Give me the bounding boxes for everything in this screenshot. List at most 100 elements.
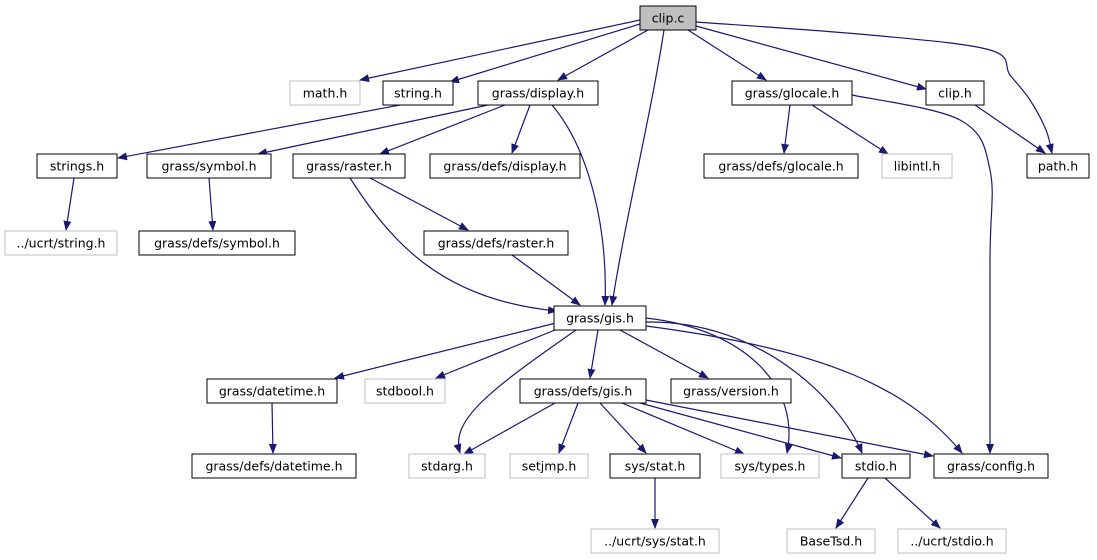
edge-grass-display-h-to-grass-symbol-h [257, 104, 489, 157]
edge-grass-gis-h-to-grass-version-h [619, 329, 709, 379]
node-string-h[interactable]: string.h [382, 80, 454, 106]
edge-grass-glocale-h-to-libintl-h [811, 104, 889, 155]
node-box [703, 153, 859, 179]
edge-string-h-to-strings-h [117, 104, 401, 161]
node-grass-defs-datetime-h[interactable]: grass/defs/datetime.h [191, 453, 357, 479]
node-label: grass/symbol.h [161, 159, 256, 174]
node-grass-defs-gis-h[interactable]: grass/defs/gis.h [519, 378, 647, 404]
node-grass-defs-display-h[interactable]: grass/defs/display.h [429, 153, 581, 179]
node-libintl-h: libintl.h [881, 153, 953, 179]
edges-layer [63, 19, 1054, 529]
edge-grass-defs-raster-h-to-grass-gis-h [511, 254, 581, 306]
node-label: BaseTsd.h [800, 534, 862, 549]
edge-grass-gis-h-to-stdio-h [645, 321, 863, 454]
node-label: grass/defs/datetime.h [205, 459, 342, 474]
node-ucrt-sys-stat-h: ../ucrt/sys/stat.h [590, 528, 720, 554]
node-box [881, 153, 953, 179]
edge-grass-gis-h-to-stdarg-h [453, 329, 577, 454]
node-label: grass/defs/raster.h [438, 236, 555, 251]
node-box [553, 305, 647, 331]
node-grass-display-h[interactable]: grass/display.h [477, 80, 599, 106]
edge-grass-defs-gis-h-to-stdio-h [639, 402, 842, 460]
node-ucrt-string-h: ../ucrt/string.h [4, 230, 118, 256]
node-path-h[interactable]: path.h [1026, 153, 1090, 179]
node-label: stdarg.h [421, 459, 473, 474]
edge-grass-display-h-to-grass-raster-h [379, 104, 506, 155]
node-label: ../ucrt/string.h [17, 236, 106, 251]
node-stdarg-h: stdarg.h [408, 453, 486, 479]
node-label: grass/display.h [492, 86, 584, 101]
node-box [609, 453, 701, 479]
node-box [364, 378, 446, 404]
node-box [786, 528, 876, 554]
edge-grass-defs-gis-h-to-setjmp-h [558, 402, 579, 454]
node-label: libintl.h [894, 159, 941, 174]
node-label: grass/defs/glocale.h [718, 159, 843, 174]
node-grass-glocale-h[interactable]: grass/glocale.h [731, 80, 853, 106]
node-label: grass/defs/gis.h [534, 384, 633, 399]
edge-clip-h-to-path-h [974, 104, 1046, 154]
node-label: grass/raster.h [306, 159, 392, 174]
node-grass-defs-glocale-h[interactable]: grass/defs/glocale.h [703, 153, 859, 179]
node-grass-datetime-h[interactable]: grass/datetime.h [206, 378, 338, 404]
edge-grass-gis-h-to-stdbool-h [435, 327, 561, 379]
node-strings-h[interactable]: strings.h [36, 153, 118, 179]
edge-grass-gis-h-to-grass-config-h [645, 325, 963, 454]
node-box [841, 453, 911, 479]
node-box [639, 5, 697, 31]
edge-clip-c-to-math-h [359, 19, 641, 83]
edge-clip-c-to-path-h [695, 21, 1054, 154]
edge-grass-display-h-to-grass-defs-display-h [511, 104, 531, 154]
edge-clip-c-to-clip-h [695, 25, 927, 91]
node-label: path.h [1038, 159, 1078, 174]
node-grass-defs-raster-h[interactable]: grass/defs/raster.h [423, 230, 569, 256]
edge-grass-glocale-h-to-grass-config-h [851, 94, 994, 454]
node-basetsd-h: BaseTsd.h [786, 528, 876, 554]
edge-grass-defs-gis-h-to-sys-types-h [621, 402, 745, 455]
node-grass-version-h[interactable]: grass/version.h [670, 378, 792, 404]
node-clip-c[interactable]: clip.c [639, 5, 697, 31]
node-label: sys/types.h [735, 459, 806, 474]
edge-grass-defs-gis-h-to-grass-config-h [645, 399, 934, 459]
node-grass-raster-h[interactable]: grass/raster.h [292, 153, 406, 179]
node-box [206, 378, 338, 404]
node-box [289, 80, 361, 106]
edge-grass-datetime-h-to-grass-defs-datetime-h [268, 402, 277, 454]
node-grass-config-h[interactable]: grass/config.h [933, 453, 1049, 479]
node-box [429, 153, 581, 179]
node-box [382, 80, 454, 106]
node-sys-stat-h[interactable]: sys/stat.h [609, 453, 701, 479]
edge-grass-gis-h-to-grass-datetime-h [334, 322, 557, 380]
node-box [590, 528, 720, 554]
node-box [4, 230, 118, 256]
node-grass-defs-symbol-h[interactable]: grass/defs/symbol.h [138, 230, 296, 256]
node-label: grass/gis.h [566, 311, 634, 326]
node-box [1026, 153, 1090, 179]
edge-grass-symbol-h-to-grass-defs-symbol-h [208, 177, 217, 231]
edge-clip-c-to-grass-gis-h [609, 29, 665, 306]
node-box [731, 80, 853, 106]
node-label: sys/stat.h [625, 459, 686, 474]
node-clip-h[interactable]: clip.h [925, 80, 985, 106]
node-box [897, 528, 1007, 554]
edge-clip-c-to-string-h [449, 23, 641, 84]
node-box [191, 453, 357, 479]
edge-grass-raster-h-to-grass-gis-h [349, 177, 558, 315]
node-grass-symbol-h[interactable]: grass/symbol.h [146, 153, 272, 179]
node-label: grass/version.h [683, 384, 779, 399]
node-box [477, 80, 599, 106]
node-label: strings.h [50, 159, 104, 174]
edge-grass-defs-gis-h-to-stdarg-h [463, 402, 556, 455]
node-label: stdbool.h [376, 384, 434, 399]
node-grass-gis-h[interactable]: grass/gis.h [553, 305, 647, 331]
node-label: grass/datetime.h [219, 384, 325, 399]
node-box [720, 453, 820, 479]
edge-grass-defs-gis-h-to-sys-stat-h [599, 402, 647, 454]
node-setjmp-h: setjmp.h [509, 453, 589, 479]
edge-grass-gis-h-to-grass-defs-gis-h [587, 329, 599, 379]
node-label: grass/defs/symbol.h [154, 236, 280, 251]
node-box [36, 153, 118, 179]
node-ucrt-stdio-h: ../ucrt/stdio.h [897, 528, 1007, 554]
node-stdio-h[interactable]: stdio.h [841, 453, 911, 479]
